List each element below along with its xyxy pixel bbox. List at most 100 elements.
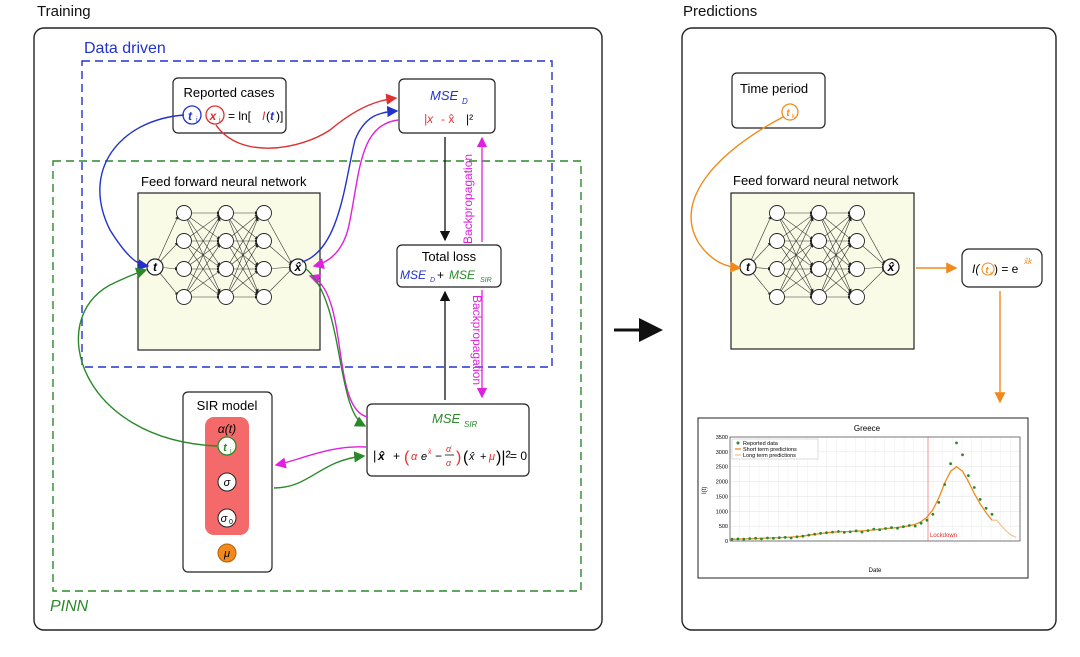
nn-edge xyxy=(183,240,221,295)
reported-data-point xyxy=(890,526,893,529)
mse-d-label: MSE xyxy=(430,88,459,103)
nn-node xyxy=(176,261,192,277)
svg-text:(: ( xyxy=(266,109,270,123)
output-sup: x̂k xyxy=(1023,257,1033,266)
nn-edge xyxy=(776,243,814,298)
chart-plot-area xyxy=(729,436,1021,542)
nn-edge xyxy=(225,212,259,267)
reported-data-point xyxy=(789,536,793,540)
reported-data-point xyxy=(913,524,917,528)
total-loss-box: Total loss MSE D + MSE SIR xyxy=(396,244,502,288)
sir-alpha: α(t) xyxy=(218,422,236,436)
nn-node xyxy=(256,233,272,249)
nn-node xyxy=(811,289,827,305)
reported-data-point xyxy=(955,441,958,445)
lockdown-label: Lockdown xyxy=(930,533,957,539)
reported-data-point xyxy=(854,529,858,533)
nn-edge xyxy=(818,243,852,298)
nn-output-node xyxy=(289,258,307,276)
training-nn-title: Feed forward neural network xyxy=(141,174,307,189)
green-nn-to-msesir xyxy=(304,267,367,427)
svg-text:e: e xyxy=(421,451,427,463)
total-loss-plus: + xyxy=(437,268,444,282)
pinn-label: PINN xyxy=(50,598,89,615)
reported-data-point xyxy=(943,483,947,486)
nn-edge xyxy=(818,212,852,267)
reported-data-point xyxy=(902,525,905,529)
reported-data-point xyxy=(949,462,952,466)
svg-text:x̂: x̂ xyxy=(377,449,386,463)
nn-edge xyxy=(747,215,772,268)
svg-text:t: t xyxy=(270,109,275,123)
svg-text:+: + xyxy=(480,451,486,463)
series-long-term xyxy=(992,519,1017,538)
reported-data-point xyxy=(872,527,876,531)
magenta-msesir-to-sir xyxy=(274,446,367,469)
predictions-title: Predictions xyxy=(683,3,758,20)
nn-node xyxy=(849,205,865,221)
time-period-t: t xyxy=(786,108,790,119)
reported-data-point xyxy=(961,453,964,457)
rc-eq: = ln[ xyxy=(228,109,252,123)
nn-edge xyxy=(225,240,259,295)
nn-node xyxy=(218,261,234,277)
sir-model-box: SIR model α(t) t j σ σ 0 μ xyxy=(182,391,273,573)
reported-data-point xyxy=(772,536,775,540)
reported-data-point xyxy=(878,528,882,532)
mse-d-sub: D xyxy=(462,97,468,106)
reported-data-point xyxy=(807,533,811,537)
y-tick-label: 1000 xyxy=(716,509,728,515)
nn-node xyxy=(849,261,865,277)
reported-data-point xyxy=(984,506,988,510)
nn-node xyxy=(176,205,192,221)
reported-data-point xyxy=(777,536,781,540)
output-eq-box: I( t k ) = e x̂k xyxy=(961,248,1043,288)
chart-ylabel: I(t) xyxy=(702,487,708,494)
svg-text:): ) xyxy=(456,449,461,466)
rc-t-sub: i xyxy=(196,117,198,124)
reported-data-point xyxy=(831,530,834,534)
reported-data-point xyxy=(990,512,994,516)
output-t: t xyxy=(986,265,990,275)
nn-node xyxy=(218,289,234,305)
y-tick-label: 3000 xyxy=(716,450,728,456)
reported-data-point xyxy=(896,526,899,530)
nn-edge xyxy=(183,212,221,267)
nn-edge xyxy=(776,215,814,270)
nn-node xyxy=(218,233,234,249)
total-loss-l1: MSE xyxy=(400,268,427,282)
magenta-msed-to-nn xyxy=(312,119,399,270)
reported-data-point xyxy=(742,537,746,541)
output-t-sub: k xyxy=(990,271,993,277)
nn-edge xyxy=(183,212,221,293)
nn-edge xyxy=(154,215,179,268)
y-tick-label: 500 xyxy=(719,524,728,530)
reported-data-point xyxy=(837,530,840,533)
backprop-label-2: Backpropagation xyxy=(470,295,484,385)
nn-edge xyxy=(183,243,221,298)
blue-t-to-nn xyxy=(99,114,185,271)
svg-text:α̇: α̇ xyxy=(446,444,452,454)
total-loss-title: Total loss xyxy=(422,249,477,264)
time-period-t-sub: k xyxy=(792,114,796,120)
total-loss-l2: MSE xyxy=(449,268,476,282)
reported-data-point xyxy=(925,518,929,522)
svg-text:x̂: x̂ xyxy=(428,449,432,456)
sir-ti: t xyxy=(223,442,228,454)
svg-text:|: | xyxy=(373,448,376,463)
nn-node xyxy=(256,261,272,277)
reported-data-point xyxy=(754,536,757,540)
rc-eq-close: )] xyxy=(276,109,283,123)
chart-legend: Reported data Short term predictions Lon… xyxy=(731,438,819,460)
reported-data-point xyxy=(967,474,970,477)
reported-data-point xyxy=(884,527,887,530)
blue-nn-to-msed xyxy=(301,105,399,263)
mse-d-expr: |x xyxy=(424,112,434,126)
y-tick-label: 1500 xyxy=(716,494,728,500)
chart-xlabel: Date xyxy=(869,568,882,574)
total-loss-l1sub: D xyxy=(430,277,435,284)
mse-sir-eq-tail: = 0 xyxy=(510,449,527,463)
reported-cases-title: Reported cases xyxy=(183,85,275,100)
legend-entry-0: Reported data xyxy=(743,441,779,447)
